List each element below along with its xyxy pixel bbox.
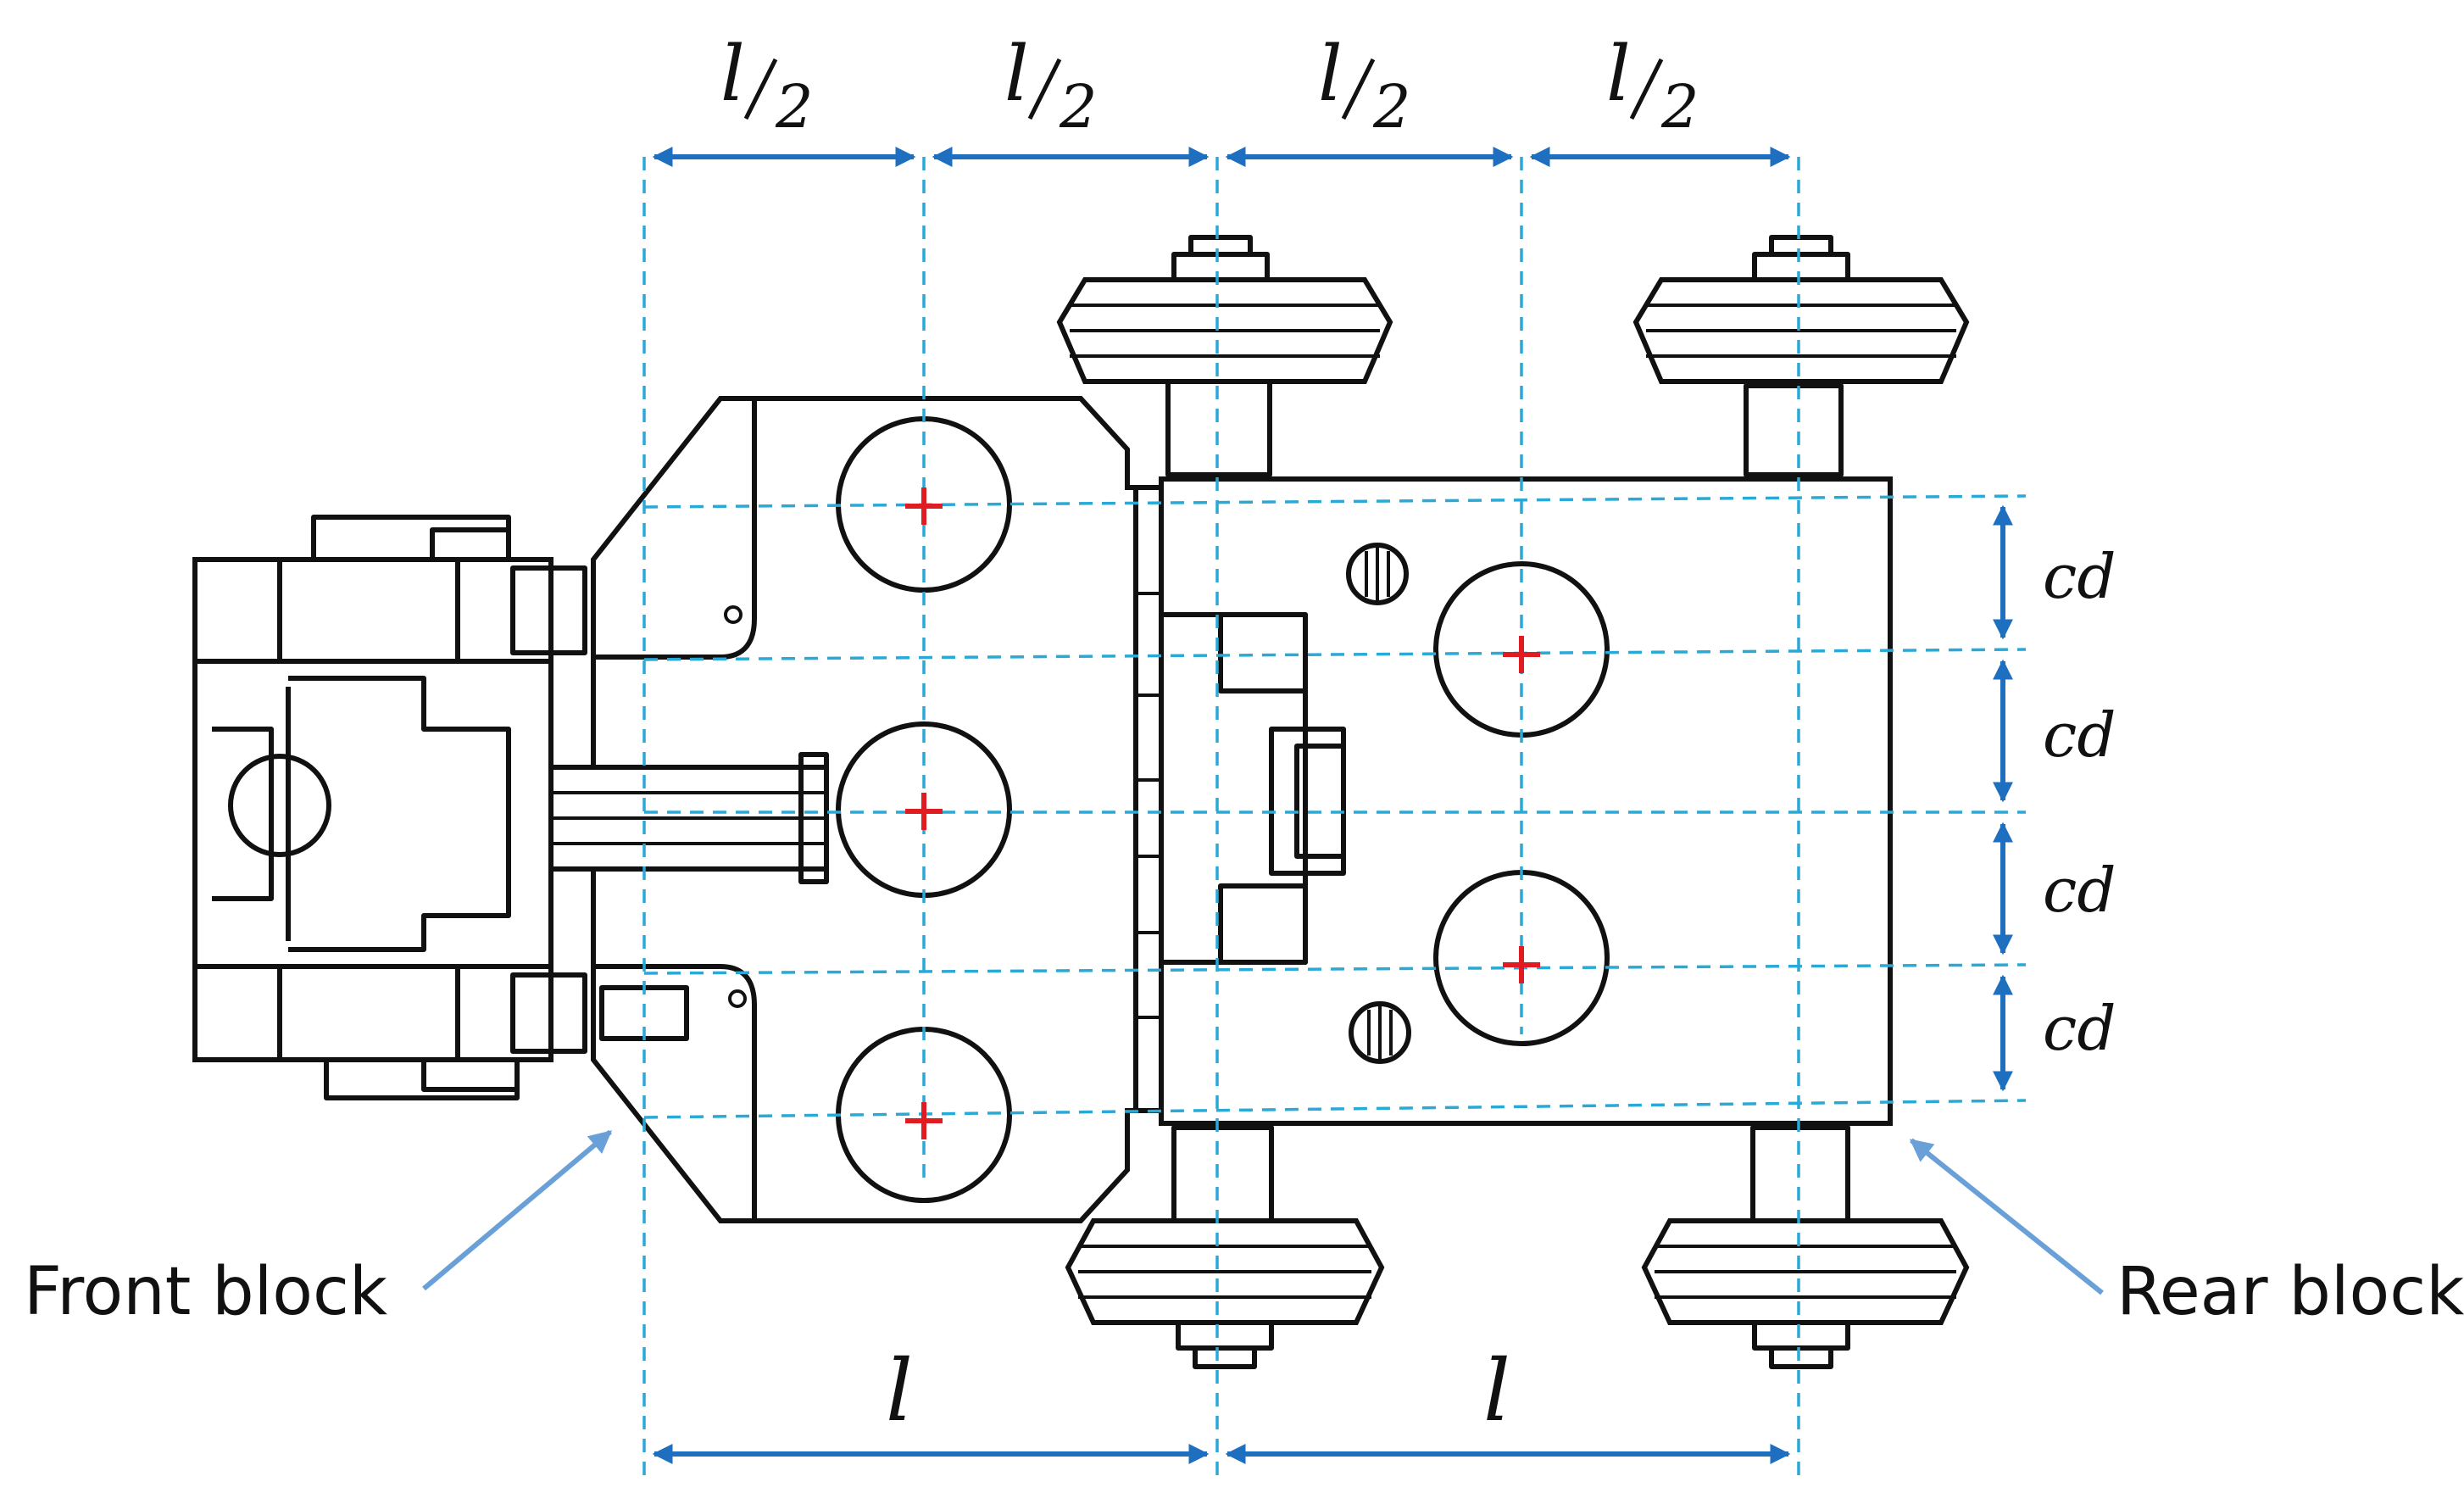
svg-text:l: l — [1004, 30, 1029, 119]
label-full-length-1: l — [886, 1341, 913, 1440]
center-mark-front-1 — [905, 487, 943, 525]
rear-block-body — [1159, 476, 1893, 1126]
guide-lines — [642, 157, 2027, 1479]
wheel-front-top — [1056, 235, 1393, 477]
wheel-front-bottom — [1065, 1125, 1385, 1369]
svg-text:2: 2 — [1372, 72, 1411, 142]
label-half-length-1: l 2 — [720, 30, 814, 142]
center-mark-rear-1 — [1503, 636, 1540, 673]
label-half-length-4: l 2 — [1606, 30, 1699, 142]
svg-text:l: l — [1606, 30, 1631, 119]
wheel-rear-top — [1632, 235, 1970, 477]
center-mark-front-3 — [905, 1102, 943, 1139]
svg-text:l: l — [720, 30, 745, 119]
label-half-length-2: l 2 — [1004, 30, 1098, 142]
label-full-length-2: l — [1483, 1341, 1510, 1440]
svg-text:2: 2 — [1059, 72, 1098, 142]
wheel-rear-bottom — [1641, 1125, 1970, 1369]
center-mark-front-2 — [905, 793, 943, 830]
rear-block-label: Rear block — [2116, 1254, 2464, 1330]
drive-shaft — [470, 752, 829, 884]
svg-text:2: 2 — [1660, 72, 1699, 142]
svg-text:2: 2 — [775, 72, 814, 142]
label-center-distance-2: cd — [2043, 699, 2116, 771]
svg-text:l: l — [1318, 30, 1343, 119]
rear-block-callout-arrow — [1909, 1138, 2104, 1295]
center-mark-rear-2 — [1503, 946, 1540, 983]
label-center-distance-4: cd — [2043, 993, 2116, 1064]
motor-assembly — [192, 515, 587, 1100]
label-center-distance-3: cd — [2043, 855, 2116, 926]
front-block-label: Front block — [24, 1254, 387, 1330]
label-half-length-3: l 2 — [1318, 30, 1411, 142]
center-marks — [905, 487, 1540, 1139]
label-center-distance-1: cd — [2043, 541, 2116, 612]
front-block-callout-arrow — [422, 1129, 613, 1291]
